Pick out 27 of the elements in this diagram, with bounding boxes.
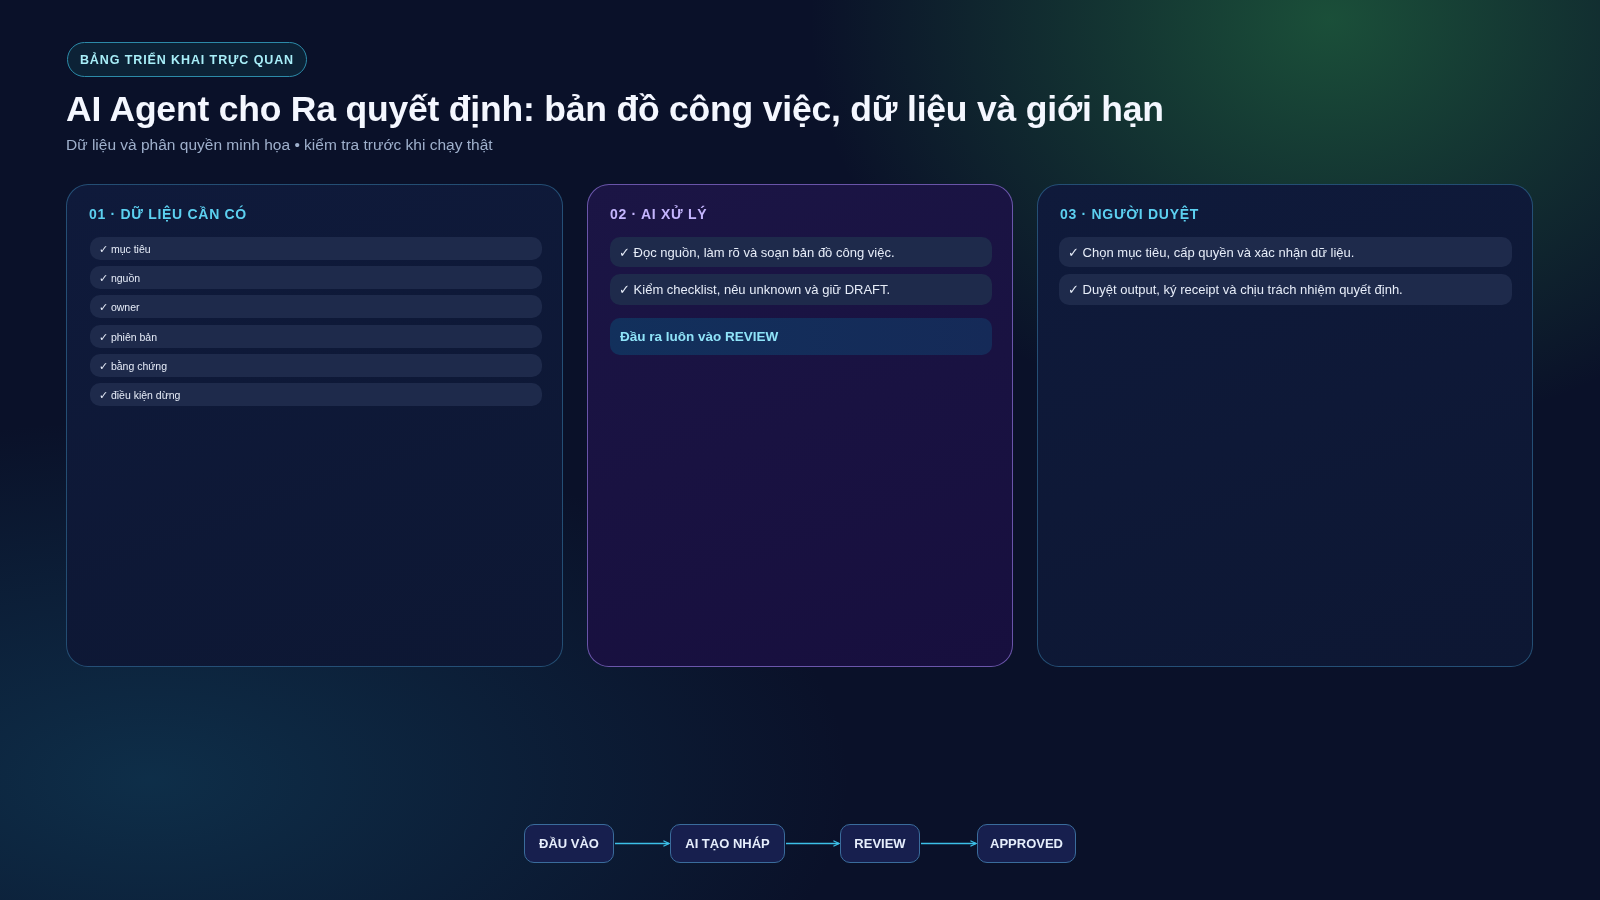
checklist-item: ✓ Đọc nguồn, làm rõ và soạn bản đồ công việc. [610, 237, 992, 267]
stage-box: APPROVED [977, 824, 1076, 863]
column-panel [66, 184, 563, 667]
panel-heading: 03 · NGƯỜI DUYỆT [1060, 206, 1199, 222]
column-panel [587, 184, 1013, 667]
column-panel [1037, 184, 1533, 667]
checklist-item: ✓ Duyệt output, ký receipt và chịu trách nhiệm quyết định. [1059, 274, 1512, 305]
checklist-item: ✓ owner [90, 295, 542, 318]
stage-box: AI TẠO NHÁP [670, 824, 785, 863]
highlight-note: Đầu ra luôn vào REVIEW [610, 318, 992, 355]
checklist-item: ✓ điều kiện dừng [90, 383, 542, 406]
checklist-item: ✓ Chọn mục tiêu, cấp quyền và xác nhận dữ liệu. [1059, 237, 1512, 267]
subtitle: Dữ liệu và phân quyền minh họa • kiểm tra trước khi chạy thật [66, 136, 493, 154]
flow-arrow [920, 840, 977, 847]
flow-arrow [614, 840, 670, 847]
flow-arrow [785, 840, 840, 847]
panel-heading: 02 · AI XỬ LÝ [610, 206, 708, 222]
checklist-item: ✓ nguồn [90, 266, 542, 289]
panel-heading: 01 · DỮ LIỆU CẦN CÓ [89, 206, 247, 222]
checklist-item: ✓ bằng chứng [90, 354, 542, 377]
checklist-item: ✓ Kiểm checklist, nêu unknown và giữ DRAFT. [610, 274, 992, 305]
page-title: AI Agent cho Ra quyết định: bản đồ công việc, dữ liệu và giới hạn [66, 89, 1164, 130]
stage-box: ĐẦU VÀO [524, 824, 614, 863]
checklist-item: ✓ mục tiêu [90, 237, 542, 260]
checklist-item: ✓ phiên bản [90, 325, 542, 348]
stage-box: REVIEW [840, 824, 920, 863]
category-tag: BẢNG TRIỂN KHAI TRỰC QUAN [67, 42, 307, 77]
